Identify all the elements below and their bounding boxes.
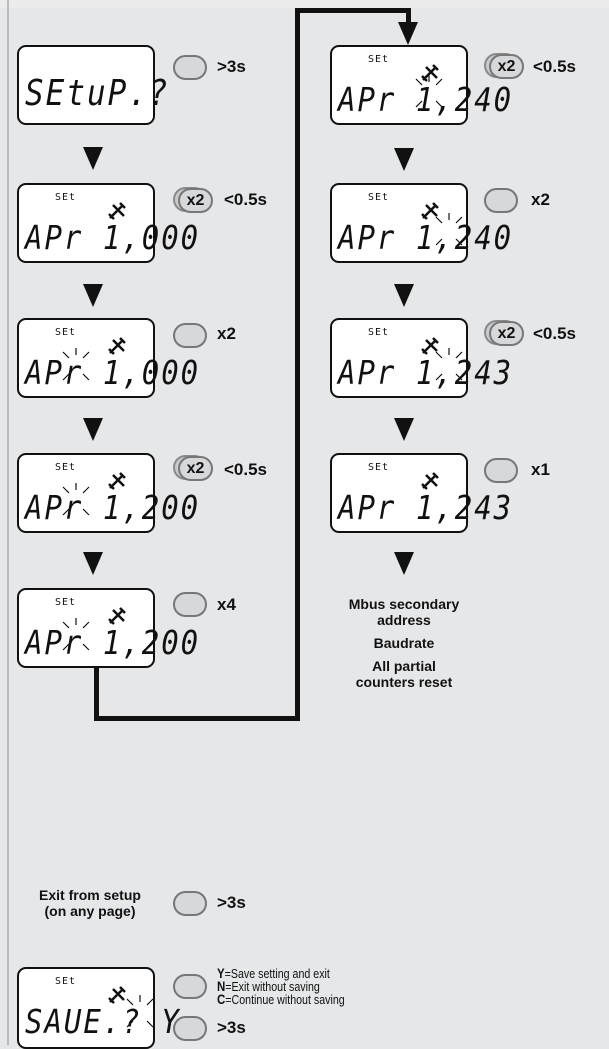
blinking-digit-icon (62, 348, 90, 381)
note-line: counters reset (355, 674, 453, 690)
left-margin-rule (7, 0, 9, 1045)
display-sub-text: SEt (368, 54, 390, 65)
display-step-5: SEt APr 1,200 (17, 588, 198, 668)
press-duration-label: <0.5s (533, 324, 577, 343)
double-press-badge: x2 (489, 54, 524, 79)
save-exit-button[interactable] (173, 1016, 207, 1041)
blinking-digit-icon (62, 618, 90, 651)
connector-line (94, 666, 99, 721)
press-count-label: x1 (531, 460, 550, 479)
confirm-button[interactable] (173, 974, 207, 999)
tools-icon (108, 986, 126, 1004)
display-step-8: SEt APr 1,243 (330, 318, 511, 398)
legend-item: N=Exit without saving (217, 978, 320, 994)
display-step-7: SEt APr 1,240 (330, 183, 511, 263)
flow-arrow (83, 147, 103, 170)
press-count-label: x2 (217, 324, 236, 343)
note-line: address (377, 612, 431, 628)
display-main-text: APr 1,200 (25, 488, 201, 528)
display-step-9: SEt APr 1,243 (330, 453, 511, 533)
flow-arrow (394, 552, 414, 575)
press-duration-label: <0.5s (224, 460, 268, 479)
display-main-text: APr 1,000 (25, 353, 201, 393)
legend-item: Y=Save setting and exit (217, 965, 330, 981)
double-press-badge: x2 (489, 321, 524, 346)
display-sub-text: SEt (368, 462, 390, 473)
flow-arrow (394, 148, 414, 171)
display-main-text: APr 1,000 (25, 218, 201, 258)
press-duration-label: <0.5s (533, 57, 577, 76)
display-step-6: SEt APr 1,240 (330, 45, 511, 125)
press-button[interactable] (484, 458, 518, 483)
note-line: All partial (372, 658, 436, 674)
connector-line (94, 716, 300, 721)
double-press-badge: x2 (178, 188, 213, 213)
display-step-4: SEt APr 1,200 (17, 453, 198, 533)
display-sub-text: SEt (55, 327, 77, 338)
flow-arrow (398, 22, 418, 45)
connector-line (295, 8, 300, 721)
double-press-badge: x2 (178, 456, 213, 481)
display-main-text: APr 1,200 (25, 623, 201, 663)
double-press-button[interactable]: x2 (173, 187, 217, 213)
exit-duration-label: >3s (217, 893, 246, 912)
display-step-3: SEt APr 1,000 (17, 318, 198, 398)
display-main-text: APr 1,240 (338, 218, 514, 258)
save-options-legend: Y=Save setting and exit N=Exit without s… (217, 965, 345, 1007)
flow-arrow (83, 284, 103, 307)
flow-arrow (394, 284, 414, 307)
exit-button[interactable] (173, 891, 207, 916)
save-duration-label: >3s (217, 1018, 246, 1037)
blinking-digit-icon (126, 995, 154, 1028)
tools-icon (421, 337, 439, 355)
legend-item: C=Continue without saving (217, 991, 345, 1007)
double-press-button[interactable]: x2 (484, 53, 528, 79)
save-display: SEt SAUE.? Y (17, 967, 179, 1049)
top-edge (0, 0, 609, 8)
press-button[interactable] (173, 323, 207, 348)
display-main-text: APr 1,243 (338, 353, 514, 393)
display-sub-text: SEt (55, 192, 77, 203)
tools-icon (108, 472, 126, 490)
flow-arrow (83, 552, 103, 575)
press-button[interactable] (173, 592, 207, 617)
result-notes: Mbus secondary address Baudrate All part… (318, 596, 490, 690)
tools-icon (108, 607, 126, 625)
blinking-digit-icon (435, 213, 463, 246)
press-duration-label: <0.5s (224, 190, 268, 209)
display-step-2: SEt APr 1,000 (17, 183, 198, 263)
press-count-label: x4 (217, 595, 236, 614)
press-duration-label: >3s (217, 57, 246, 76)
tools-icon (421, 472, 439, 490)
blinking-digit-icon (435, 348, 463, 381)
tools-icon (421, 202, 439, 220)
display-sub-text: SEt (55, 976, 77, 987)
press-count-label: x2 (531, 190, 550, 209)
blinking-digit-icon (415, 75, 443, 108)
connector-line (295, 8, 411, 13)
double-press-button[interactable]: x2 (484, 320, 528, 346)
note-line: Baudrate (373, 635, 435, 651)
flow-arrow (83, 418, 103, 441)
tools-icon (421, 64, 439, 82)
display-main-text: SAUE.? Y (25, 1002, 181, 1042)
exit-label: Exit from setup (on any page) (39, 887, 141, 919)
display-sub-text: SEt (368, 327, 390, 338)
display-step-1: SEtuP.? (17, 45, 168, 125)
tools-icon (108, 337, 126, 355)
blinking-digit-icon (62, 483, 90, 516)
note-line: Mbus secondary (348, 596, 460, 612)
display-main-text: APr 1,240 (338, 80, 514, 120)
press-button[interactable] (484, 188, 518, 213)
display-main-text: APr 1,243 (338, 488, 514, 528)
display-main-text: SEtuP.? (25, 73, 170, 115)
display-sub-text: SEt (55, 462, 77, 473)
connector-line (406, 8, 411, 24)
display-sub-text: SEt (368, 192, 390, 203)
double-press-button[interactable]: x2 (173, 455, 217, 481)
tools-icon (108, 202, 126, 220)
flow-arrow (394, 418, 414, 441)
display-sub-text: SEt (55, 597, 77, 608)
press-button[interactable] (173, 55, 207, 80)
